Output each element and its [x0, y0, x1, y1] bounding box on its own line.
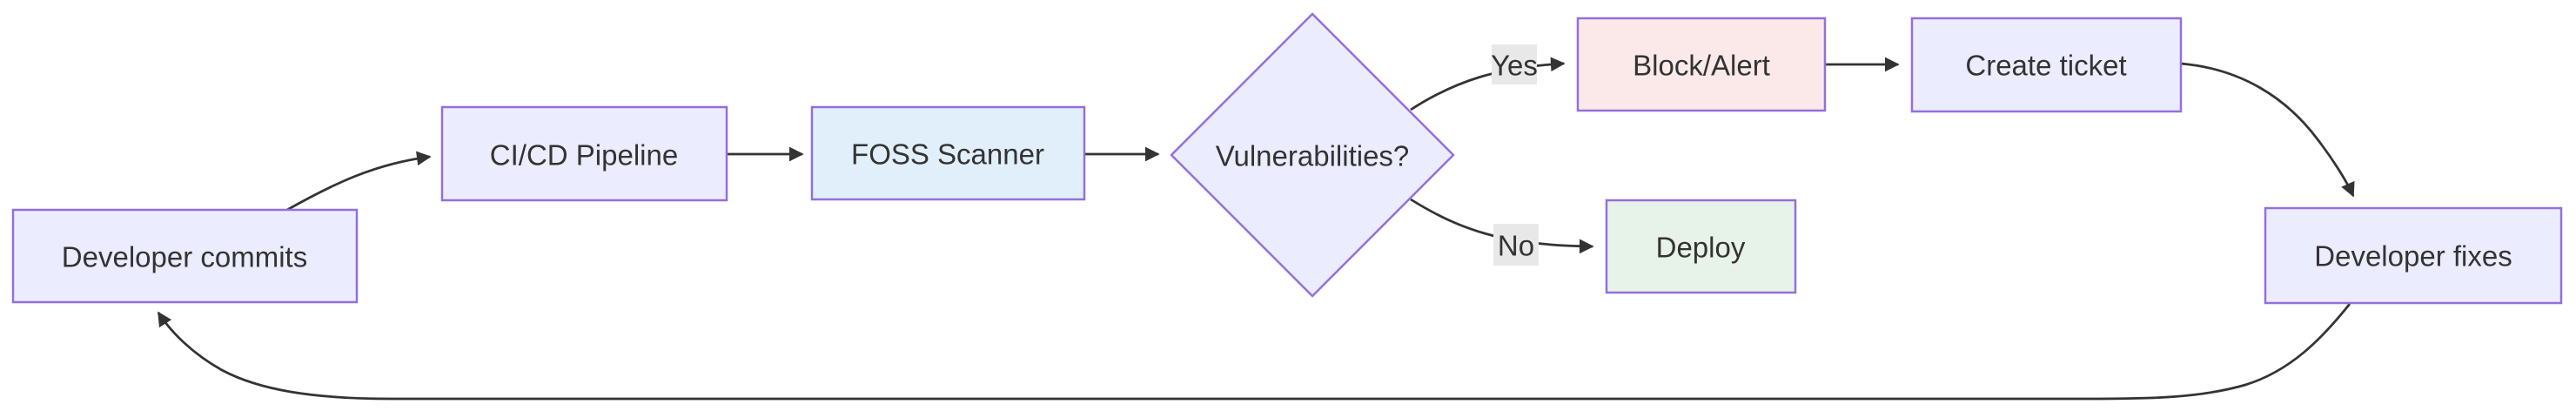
node-block-alert-box: [1576, 17, 1827, 112]
node-developer-fixes: Developer fixes: [2264, 206, 2563, 305]
node-vulnerabilities-label: Vulnerabilities?: [1216, 140, 1410, 172]
node-block-alert: Block/Alert: [1576, 17, 1827, 112]
node-create-ticket-label: Create ticket: [1965, 50, 2126, 82]
node-create-ticket-box: [1910, 17, 2183, 113]
edge-fixes-to-commits: [157, 303, 2351, 401]
node-developer-commits-label: Developer commits: [62, 241, 307, 273]
node-cicd-pipeline-label: CI/CD Pipeline: [490, 139, 678, 172]
node-vulnerabilities-decision: Vulnerabilities?: [1170, 12, 1455, 298]
node-deploy: Deploy: [1605, 199, 1797, 294]
edge-label-no: No: [1498, 230, 1534, 262]
node-vulnerabilities-diamond: [1170, 12, 1455, 298]
edge-ticket-to-fixes: [2180, 62, 2355, 198]
node-cicd-pipeline-box: [440, 105, 728, 202]
edge-vulnerabilities-no-to-deploy: [1410, 198, 1594, 254]
edge-label-yes-bg: [1492, 44, 1537, 84]
node-developer-fixes-label: Developer fixes: [2314, 240, 2512, 273]
node-developer-fixes-box: [2264, 206, 2563, 305]
edge-label-yes: Yes: [1491, 50, 1538, 82]
edge-commits-to-pipeline: [286, 151, 432, 212]
node-foss-scanner-label: FOSS Scanner: [851, 138, 1044, 171]
node-foss-scanner-box: [810, 105, 1086, 201]
edge-label-no-bg: [1493, 224, 1539, 266]
node-developer-commits: Developer commits: [11, 208, 359, 304]
node-cicd-pipeline: CI/CD Pipeline: [440, 105, 728, 202]
node-create-ticket: Create ticket: [1910, 17, 2183, 113]
node-foss-scanner: FOSS Scanner: [810, 105, 1086, 201]
edge-vulnerabilities-yes-to-block: [1410, 57, 1566, 111]
node-deploy-label: Deploy: [1656, 232, 1746, 264]
node-developer-commits-box: [11, 208, 359, 304]
node-deploy-box: [1605, 199, 1797, 294]
node-block-alert-label: Block/Alert: [1633, 50, 1770, 82]
